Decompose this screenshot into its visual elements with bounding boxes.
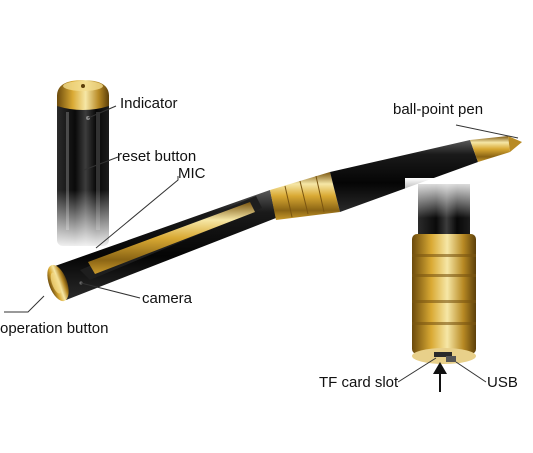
label-camera: camera — [142, 290, 193, 307]
tf-slot-arrow — [433, 362, 447, 392]
label-usb: USB — [487, 374, 518, 391]
tf-card-slot — [434, 352, 452, 357]
spy-pen — [47, 136, 522, 302]
label-tf-card-slot: TF card slot — [319, 374, 399, 391]
usb-port — [446, 356, 456, 362]
pen-tip-cone — [470, 136, 510, 162]
label-operation-button: operation button — [0, 320, 109, 337]
pen-base-closeup — [405, 178, 483, 364]
pen-clip — [88, 202, 255, 274]
pen-center-band — [270, 172, 340, 220]
label-reset-button: reset button — [117, 148, 197, 165]
pen-barrel — [330, 140, 478, 212]
label-indicator: Indicator — [120, 95, 178, 112]
leader-lines — [4, 105, 519, 383]
label-ball-point-pen: ball-point pen — [393, 101, 484, 118]
pen-cap-closeup — [50, 80, 116, 250]
label-mic: MIC — [178, 165, 206, 182]
